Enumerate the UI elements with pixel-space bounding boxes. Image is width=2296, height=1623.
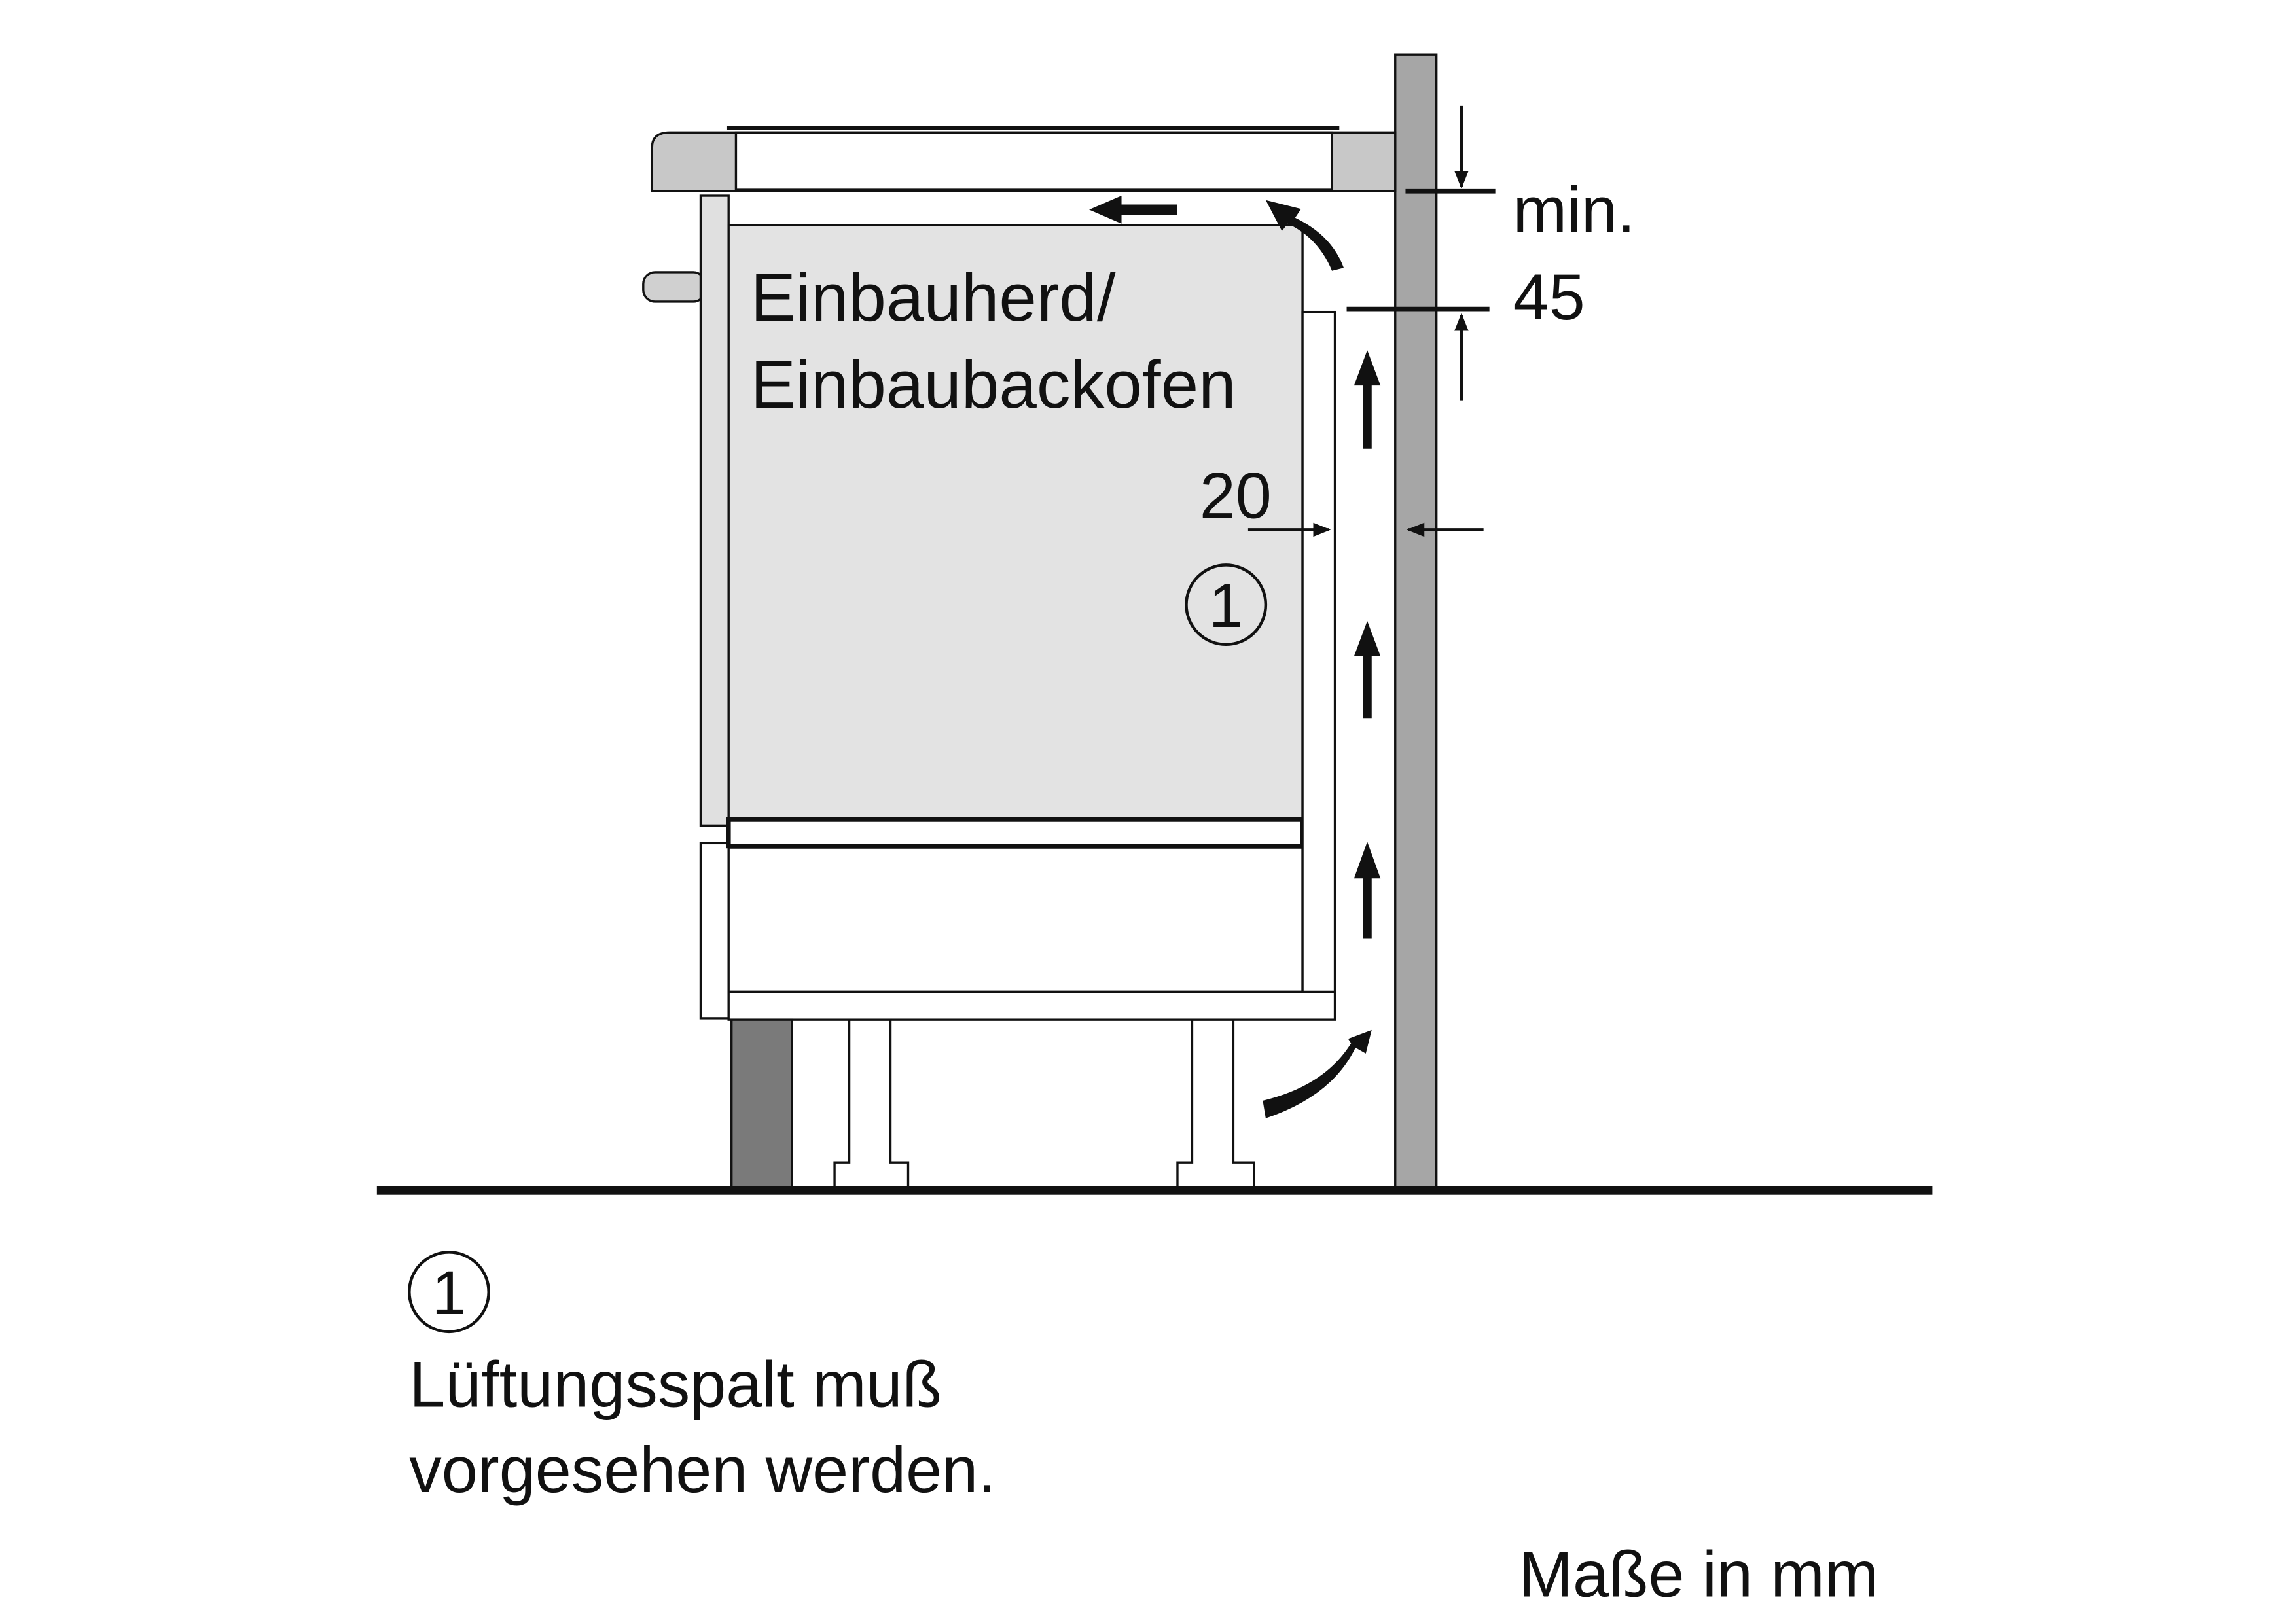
units-note: Maße in mm [1519, 1538, 1879, 1611]
appliance-label-line2: Einbaubackofen [751, 346, 1236, 422]
arrow-up-icon [1354, 620, 1381, 719]
drawer [727, 846, 1304, 993]
airflow-arrows [1089, 196, 1381, 1118]
front-panel-upper [699, 194, 730, 827]
dim-top-label-line2: 45 [1513, 260, 1585, 333]
oven-strip [726, 817, 1305, 849]
arrow-left-icon [1089, 196, 1177, 224]
leg-left [833, 1018, 910, 1192]
svg-text:1: 1 [1209, 572, 1244, 641]
leg-right [1176, 1018, 1255, 1192]
legend-line1: Lüftungsspalt muß [409, 1347, 942, 1420]
arrow-up-icon [1354, 350, 1381, 449]
legend-line2: vorgesehen werden. [409, 1433, 996, 1506]
countertop [651, 126, 1397, 192]
curved-arrow-icon [1265, 200, 1344, 271]
curved-arrow-icon [1263, 1029, 1372, 1118]
hob [734, 131, 1333, 191]
dimension-45 [1346, 105, 1496, 401]
svg-text:1: 1 [432, 1259, 467, 1328]
floor [376, 1186, 1933, 1195]
legend-marker: 1 [408, 1251, 490, 1334]
plinth [730, 1018, 793, 1192]
cabinet-base [727, 990, 1336, 1021]
front-panel-lower [699, 842, 730, 1020]
wall [1394, 53, 1438, 1192]
arrow-up-icon [1354, 842, 1381, 939]
dim-top-label-line1: min. [1513, 173, 1636, 246]
appliance-label-line1: Einbauherd/ [751, 259, 1116, 335]
callout-marker: 1 [1185, 563, 1268, 647]
knob [642, 271, 706, 303]
dim-gap-label: 20 [1200, 459, 1272, 531]
cabinet-side-panel [1301, 310, 1336, 993]
